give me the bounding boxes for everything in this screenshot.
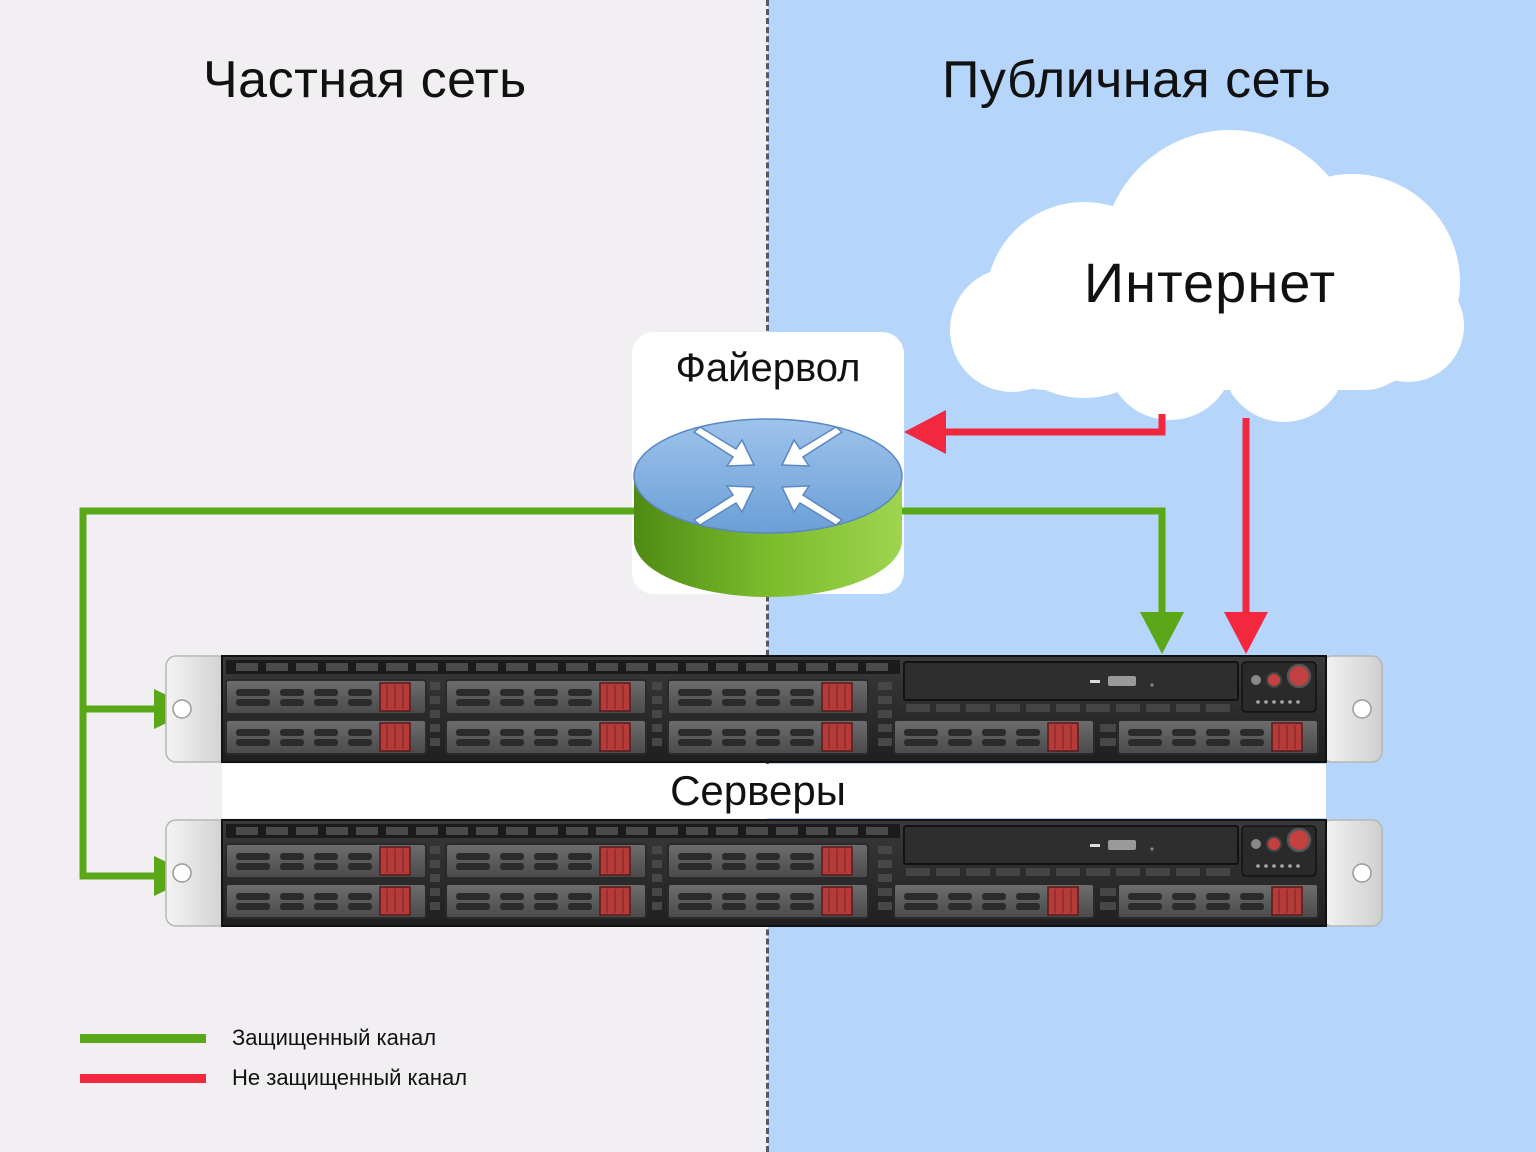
secure-channel-lines [79,507,1166,880]
internet-label: Интернет [1083,251,1337,314]
firewall-router-icon [633,418,903,597]
server-rack-1 [166,656,1382,762]
insecure-arrowhead-server [1224,612,1268,654]
public-network-title: Публичная сеть [942,51,1332,109]
servers-label: Серверы [670,767,846,814]
insecure-arrowhead-firewall [904,410,946,454]
legend-secure-label: Защищенный канал [232,1025,437,1050]
legend-insecure-label: Не защищенный канал [232,1065,468,1090]
secure-arrowhead-public-server [1140,612,1184,654]
legend-secure-swatch [80,1034,206,1043]
firewall-label: Файервол [675,346,861,390]
private-network-title: Частная сеть [203,51,527,109]
internet-cloud [950,130,1464,422]
legend-insecure-swatch [80,1074,206,1083]
servers-label-band [222,764,1326,818]
insecure-channel-lines [940,414,1250,614]
server-rack-2 [166,820,1382,926]
